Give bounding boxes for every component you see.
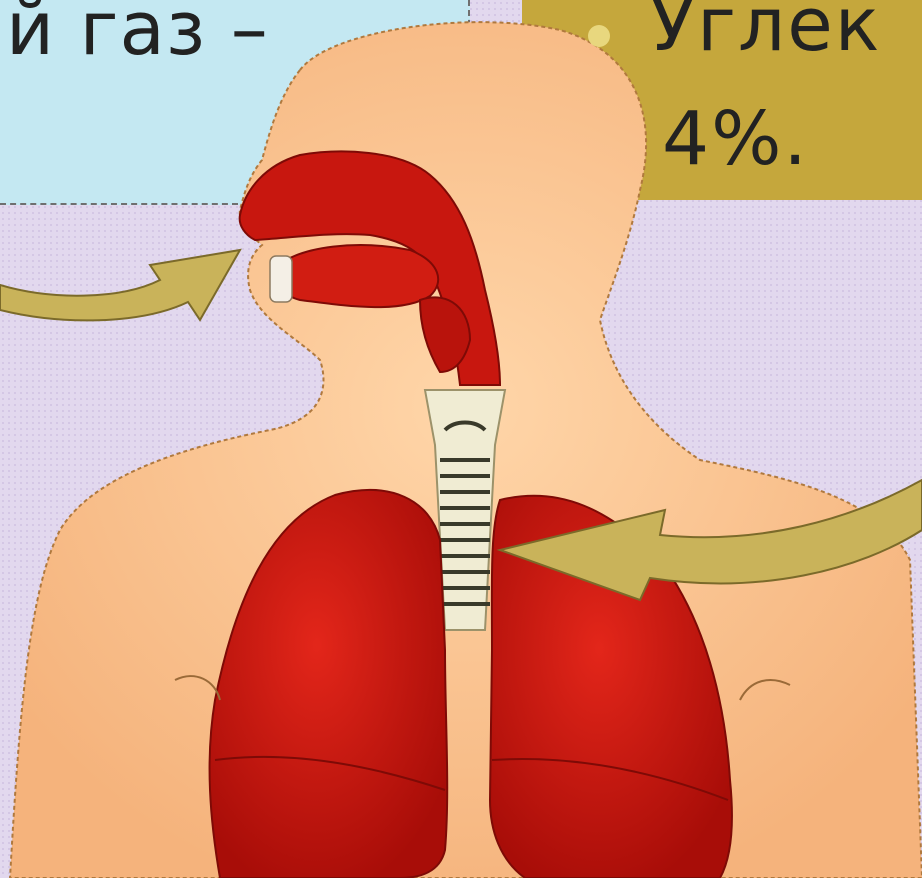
arrow-into-nose-icon — [0, 250, 240, 320]
teeth — [270, 256, 292, 302]
bullet-dot — [588, 25, 610, 47]
left-slide-text: й газ – — [6, 0, 269, 72]
right-slide-text-line2: 4%. — [662, 96, 809, 182]
right-slide-text-line1: Углек — [650, 0, 882, 68]
oral-cavity — [275, 245, 438, 307]
